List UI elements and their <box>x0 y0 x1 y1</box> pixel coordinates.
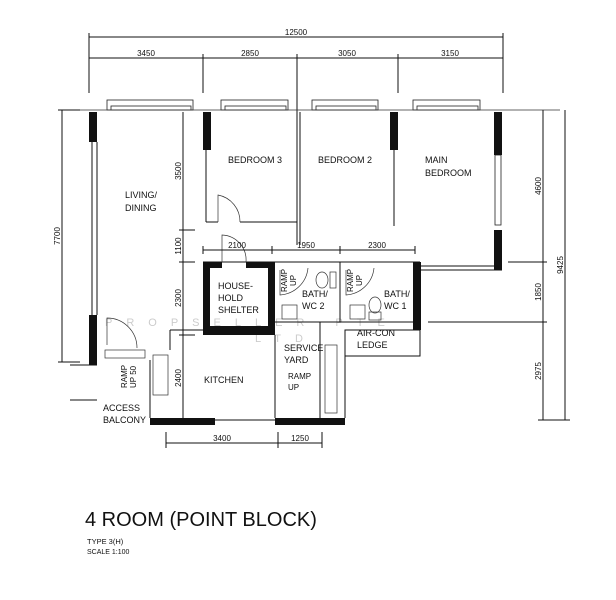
ramp-bath2-2: UP <box>289 275 298 286</box>
dim-top-1: 3450 <box>137 49 155 58</box>
dim-right-total: 9425 <box>556 256 565 274</box>
room-shelter-2: HOLD <box>218 293 244 303</box>
room-dining: DINING <box>125 203 157 213</box>
watermark-2: LTD <box>255 333 317 345</box>
room-living: LIVING/ <box>125 190 158 200</box>
dim-left-1: 3500 <box>174 162 183 180</box>
top-dimensions: 12500 3450 2850 3050 3150 <box>88 28 504 112</box>
ramp-entry-2: UP 50 <box>129 365 138 388</box>
dim-left-total: 7700 <box>53 227 62 245</box>
room-bedroom-3: BEDROOM 3 <box>228 155 282 165</box>
room-aircon-2: LEDGE <box>357 340 388 350</box>
plan-scale: SCALE 1:100 <box>87 549 130 556</box>
dim-right-3: 2975 <box>534 362 543 380</box>
dim-total-width: 12500 <box>285 28 308 37</box>
ramp-bath1-2: UP <box>355 275 364 286</box>
right-dimensions: 4600 1850 2975 9425 <box>428 110 570 421</box>
dim-corridor-1: 2100 <box>228 241 246 250</box>
dim-corridor-2: 1950 <box>297 241 315 250</box>
room-bedroom-2: BEDROOM 2 <box>318 155 372 165</box>
top-windows <box>60 99 560 226</box>
ramp-bath1-1: RAMP <box>346 269 355 292</box>
room-aircon-1: AIR-CON <box>357 328 395 338</box>
dim-corridor-3: 2300 <box>368 241 386 250</box>
bottom-dimensions: 3400 1250 <box>165 432 323 448</box>
dim-left-4: 2400 <box>174 369 183 387</box>
watermark: PROPSELLER PTE <box>105 317 399 329</box>
dim-top-2: 2850 <box>241 49 259 58</box>
room-balcony-1: ACCESS <box>103 403 140 413</box>
room-main-bedroom: MAIN <box>425 155 448 165</box>
left-dimensions: 7700 3500 1100 2300 2400 <box>53 109 195 387</box>
corridor-dimensions: 2100 1950 2300 <box>202 241 416 254</box>
room-labels: BEDROOM 3 BEDROOM 2 MAIN BEDROOM LIVING/… <box>103 155 472 425</box>
dim-bottom-2: 1250 <box>291 434 309 443</box>
room-shelter-1: HOUSE- <box>218 281 253 291</box>
room-service-1: SERVICE <box>284 343 323 353</box>
dim-bottom-1: 3400 <box>213 434 231 443</box>
walls <box>70 112 502 425</box>
room-kitchen: KITCHEN <box>204 375 244 385</box>
room-balcony-2: BALCONY <box>103 415 146 425</box>
room-shelter-3: SHELTER <box>218 305 259 315</box>
room-main-bedroom-2: BEDROOM <box>425 168 472 178</box>
dim-right-2: 1850 <box>534 283 543 301</box>
room-bath1-1: BATH/ <box>384 289 410 299</box>
room-service-2: YARD <box>284 355 309 365</box>
room-bath2-1: BATH/ <box>302 289 328 299</box>
ramp-yard-1: RAMP <box>288 372 311 381</box>
dim-top-4: 3150 <box>441 49 459 58</box>
dim-left-3: 2300 <box>174 289 183 307</box>
dim-top-3: 3050 <box>338 49 356 58</box>
dim-left-2: 1100 <box>174 237 183 255</box>
plan-type: TYPE 3(H) <box>87 537 124 546</box>
ramp-bath2-1: RAMP <box>280 269 289 292</box>
room-bath2-2: WC 2 <box>302 301 325 311</box>
ramp-yard-2: UP <box>288 383 299 392</box>
room-bath1-2: WC 1 <box>384 301 407 311</box>
ramp-entry-1: RAMP <box>120 365 129 388</box>
dim-right-1: 4600 <box>534 177 543 195</box>
plan-title: 4 ROOM (POINT BLOCK) <box>85 509 317 531</box>
